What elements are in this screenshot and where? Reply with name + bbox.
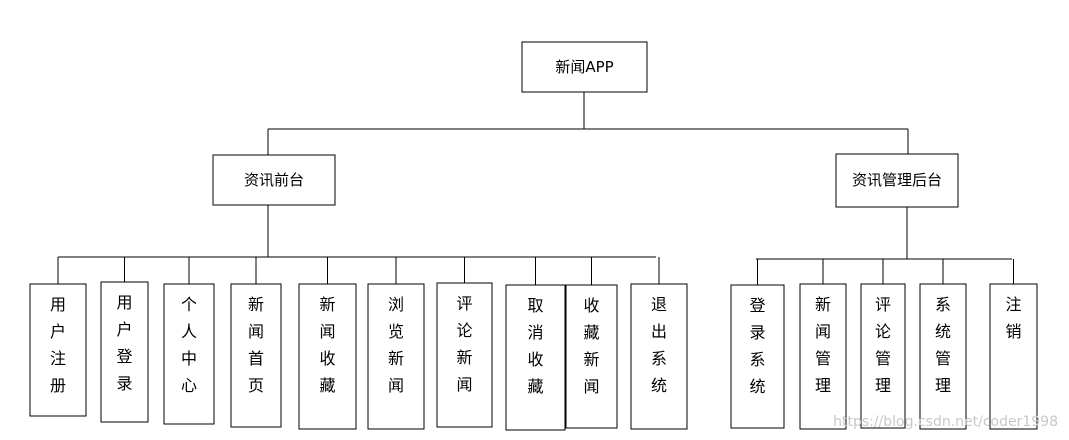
leaf-label-char: 新 — [456, 348, 472, 367]
leaf-label-char: 户 — [50, 322, 66, 341]
leaf-label-char: 用 — [116, 293, 132, 312]
leaf-label-char: 评 — [456, 294, 472, 313]
leaf-label-char: 收 — [527, 350, 543, 369]
leaf-label-char: 个 — [181, 295, 197, 314]
leaf-label-char: 浏 — [388, 295, 404, 314]
leaf-label-char: 新 — [319, 295, 335, 314]
leaf-label-char: 系 — [749, 350, 765, 369]
leaf-label-char: 藏 — [527, 377, 543, 396]
leaf-label-char: 管 — [935, 349, 951, 368]
leaf-label-char: 闻 — [388, 376, 404, 395]
leaf-label-char: 录 — [749, 323, 765, 342]
leaf-label-char: 收 — [319, 349, 335, 368]
leaf-label-char: 注 — [1005, 295, 1021, 314]
leaf-label-char: 登 — [116, 347, 132, 366]
root-node: 新闻APP — [521, 41, 648, 93]
leaf-label-char: 用 — [50, 295, 66, 314]
leaf-label-char: 藏 — [583, 323, 599, 342]
leaf-label-char: 退 — [651, 295, 667, 314]
leaf-label-char: 新 — [388, 349, 404, 368]
leaf-label-char: 统 — [935, 322, 951, 341]
group-label-frontend: 资讯前台 — [244, 171, 304, 189]
leaf-node: 注销 — [989, 283, 1038, 430]
leaf-label-char: 闻 — [456, 375, 472, 394]
leaf-label-char: 消 — [527, 323, 543, 342]
leaf-label-char: 销 — [1005, 322, 1021, 341]
leaf-label-char: 论 — [875, 322, 891, 341]
group-node-backend: 资讯管理后台 — [835, 153, 959, 208]
connector-lines — [57, 92, 1014, 285]
leaf-label-char: 闻 — [583, 377, 599, 396]
leaf-label-char: 览 — [388, 322, 404, 341]
group-label-backend: 资讯管理后台 — [852, 171, 942, 189]
leaf-label-char: 闻 — [319, 322, 335, 341]
leaf-nodes: 用户注册用户登录个人中心新闻首页新闻收藏浏览新闻评论新闻取消收藏收藏新闻退出系统… — [29, 281, 1038, 431]
group-node-frontend: 资讯前台 — [212, 154, 336, 206]
leaf-label-char: 登 — [749, 296, 765, 315]
leaf-label-char: 人 — [181, 322, 197, 341]
leaf-label-char: 理 — [935, 376, 951, 395]
leaf-label-char: 中 — [181, 349, 197, 368]
leaf-label-char: 统 — [749, 377, 765, 396]
leaf-label-char: 录 — [116, 374, 132, 393]
leaf-label-char: 新 — [248, 295, 264, 314]
leaf-label-char: 系 — [651, 349, 667, 368]
leaf-label-char: 出 — [651, 322, 667, 341]
leaf-label-char: 注 — [50, 349, 66, 368]
leaf-label-char: 理 — [875, 376, 891, 395]
leaf-label-char: 心 — [181, 376, 197, 395]
leaf-label-char: 取 — [527, 296, 543, 315]
leaf-label-char: 册 — [50, 376, 66, 395]
leaf-label-char: 新 — [583, 350, 599, 369]
leaf-label-char: 论 — [456, 321, 472, 340]
root-label: 新闻APP — [555, 58, 613, 76]
leaf-label-char: 首 — [248, 349, 264, 368]
leaf-label-char: 藏 — [319, 376, 335, 395]
leaf-label-char: 闻 — [815, 322, 831, 341]
leaf-label-char: 新 — [815, 295, 831, 314]
leaf-label-char: 理 — [815, 376, 831, 395]
leaf-label-char: 管 — [815, 349, 831, 368]
leaf-label-char: 评 — [875, 295, 891, 314]
leaf-label-char: 闻 — [248, 322, 264, 341]
leaf-label-char: 收 — [583, 296, 599, 315]
watermark: https://blog.csdn.net/coder1998 — [833, 414, 1058, 430]
leaf-label-char: 户 — [116, 320, 132, 339]
leaf-label-char: 统 — [651, 376, 667, 395]
leaf-label-char: 页 — [248, 376, 264, 395]
leaf-label-char: 系 — [935, 295, 951, 314]
leaf-label-char: 管 — [875, 349, 891, 368]
